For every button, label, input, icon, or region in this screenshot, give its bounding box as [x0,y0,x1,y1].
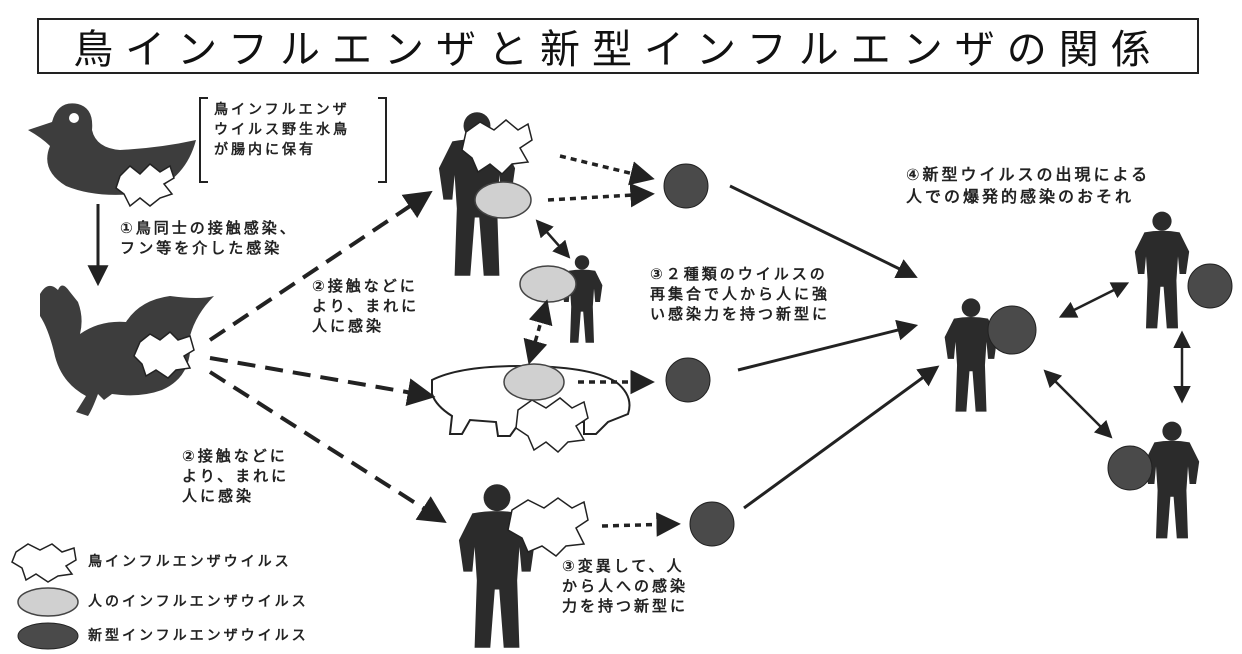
duck-note-bracket [199,97,387,183]
mutual-arrows [535,219,1191,439]
legend-human-icon [17,587,79,617]
title-box: 鳥インフルエンザと新型インフルエンザの関係 [37,18,1199,74]
avian-virus-markers [115,119,589,557]
legend-avian-label: 鳥インフルエンザウイルス [88,554,292,570]
person-small-icon [561,255,603,343]
legend-avian-icon [11,543,77,583]
duck-note: 鳥インフルエンザ ウイルス野生水鳥 が腸内に保有 [214,102,350,158]
legend-human-label: 人のインフルエンザウイルス [88,594,309,610]
person-right-top-icon [1134,211,1190,329]
page-title: 鳥インフルエンザと新型インフルエンザの関係 [73,27,1163,73]
step2-lower-label: ②接触などに より、まれに 人に感染 [182,447,290,505]
step3-upper-label: ③２種類のウイルスの 再集合で人から人に強 い感染力を持つ新型に [650,265,831,323]
step1-label: ①鳥同士の接触感染、 フン等を介した感染 [120,219,298,257]
legend-novel-icon [17,622,79,650]
infection-arrows [87,184,940,510]
dashed-arrows [208,190,447,524]
novel-virus-markers [663,163,1233,547]
dotted-arrows [547,154,681,537]
person-right-bottom-icon [1144,421,1200,539]
legend-icons [11,543,79,650]
rooster-icon [40,285,214,416]
legend-novel-label: 新型インフルエンザウイルス [88,628,309,644]
wild-duck-icon [28,103,196,195]
step4-label: ④新型ウイルスの出現による 人での爆発的感染のおそれ [906,165,1151,206]
step3-lower-label: ③変異して、人 から人への感染 力を持つ新型に [562,557,689,615]
dotted-mutual-arrow [523,299,553,365]
step2-upper-label: ②接触などに より、まれに 人に感染 [312,277,420,335]
person-center-icon [944,298,998,412]
